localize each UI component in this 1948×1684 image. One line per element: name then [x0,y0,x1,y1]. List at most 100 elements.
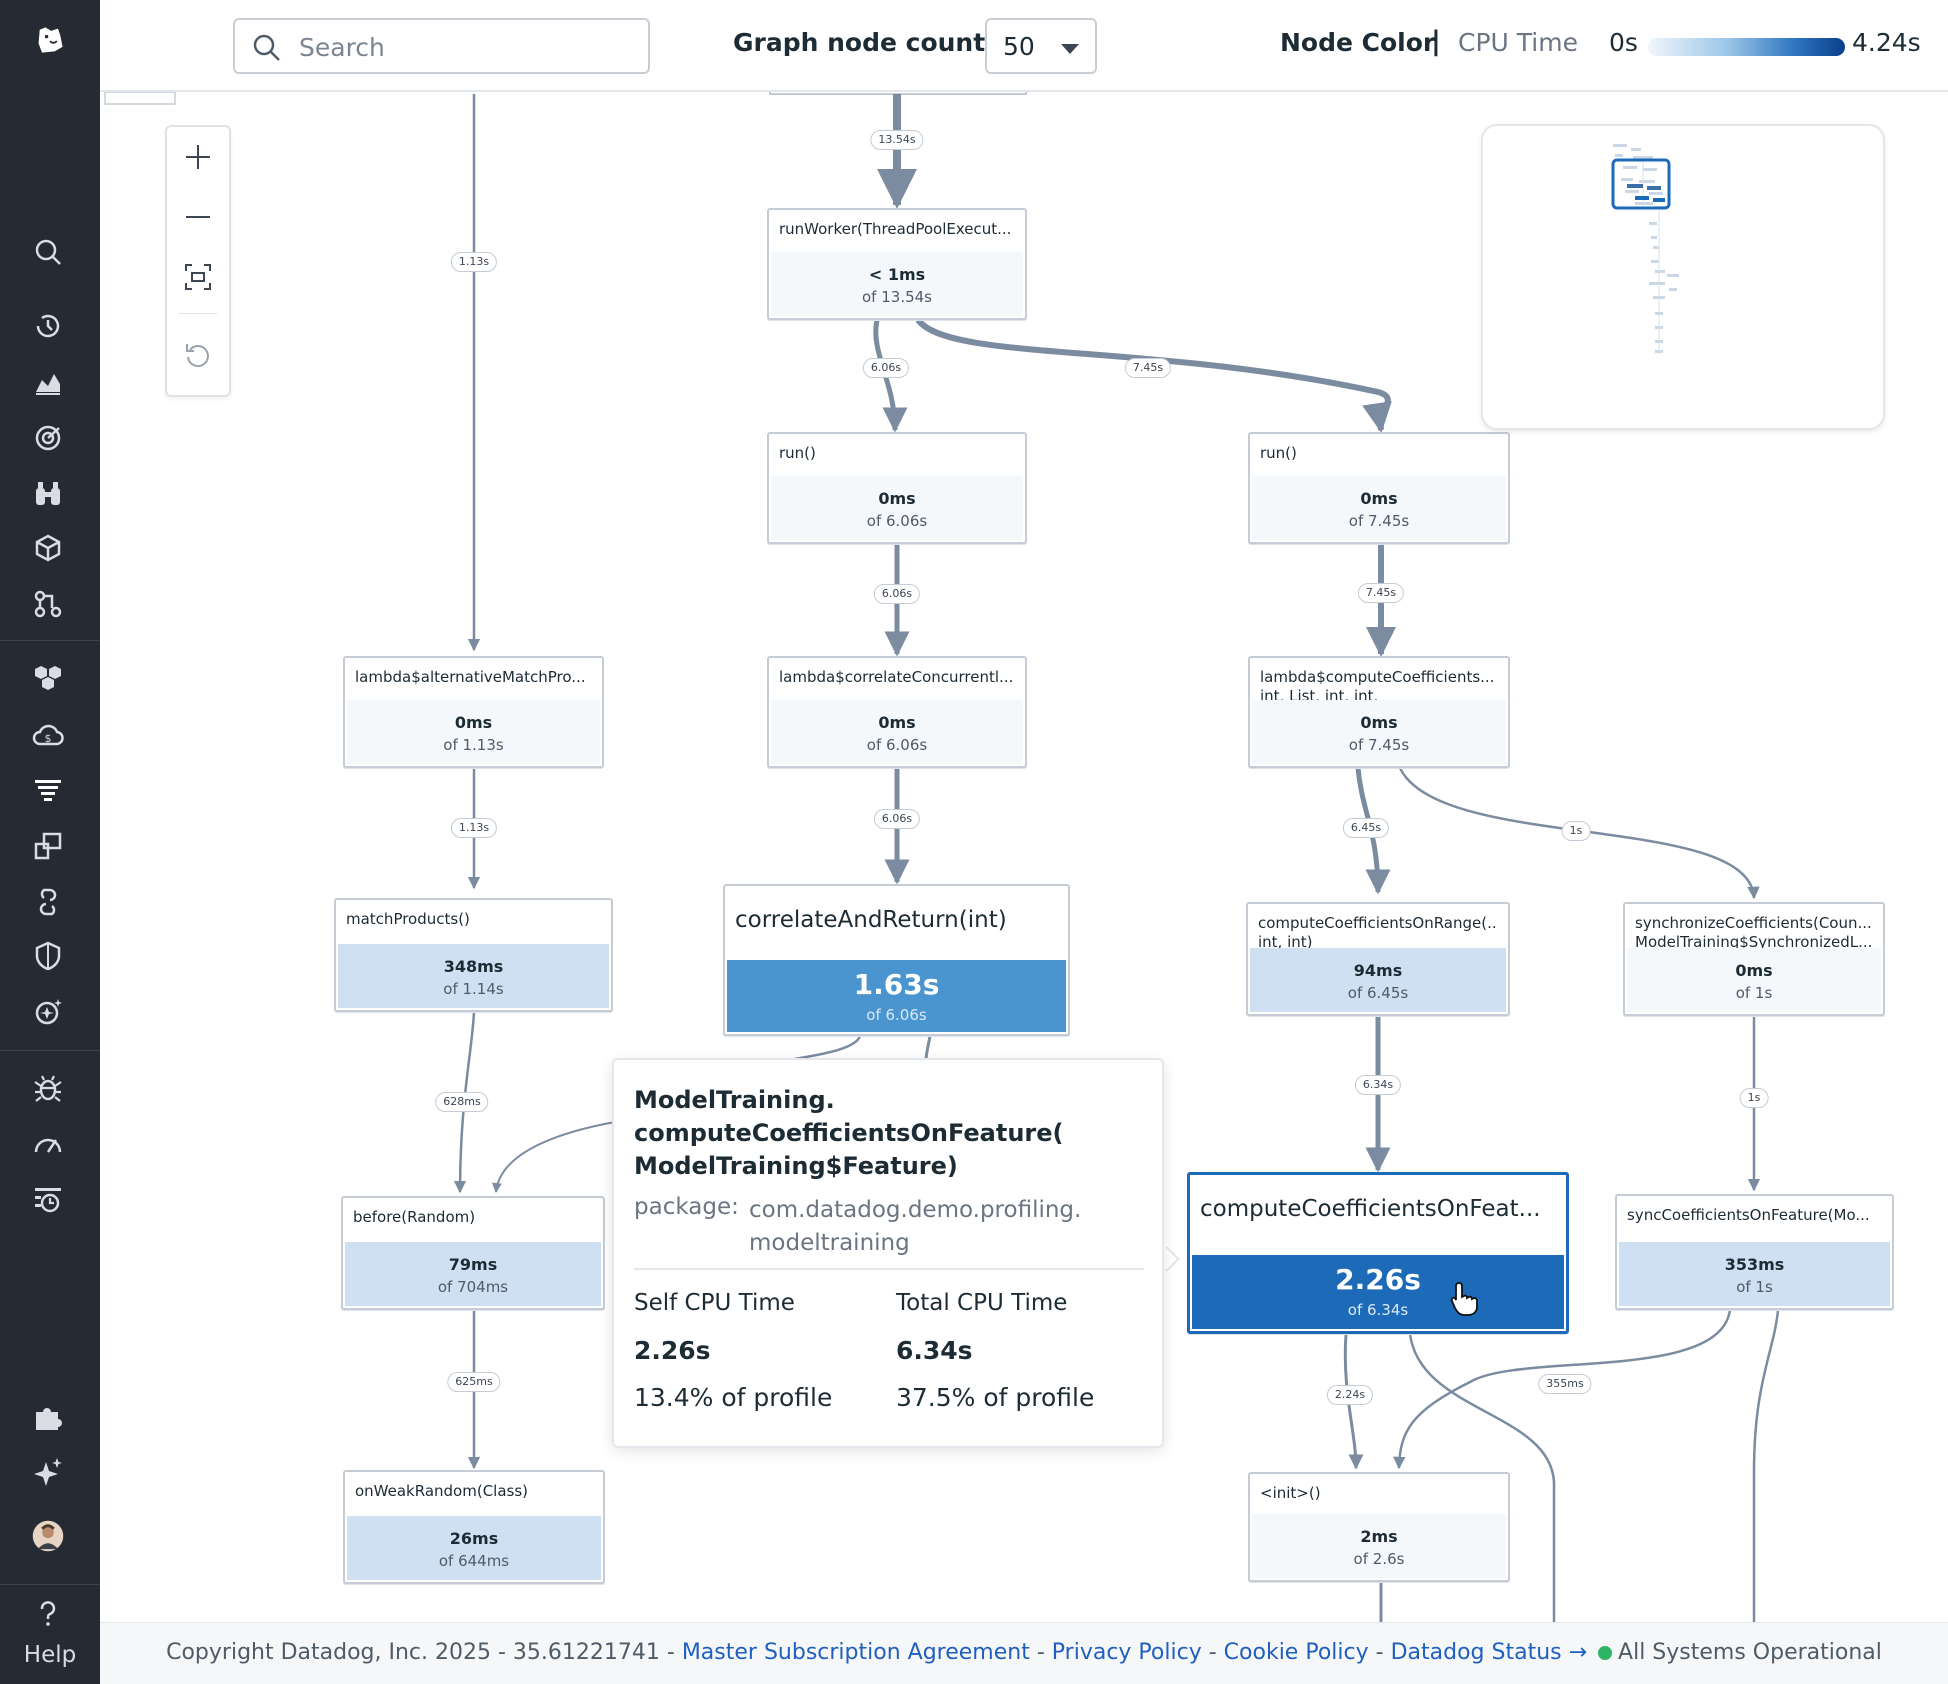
zoom-divider [179,313,217,314]
node-self-time: 0ms [878,713,916,732]
self-cpu-value: 2.26s [634,1336,711,1365]
search-icon[interactable] [28,232,68,272]
cloud-cost-icon[interactable]: $ [28,716,68,756]
tooltip-function-name: ModelTraining. computeCoefficientsOnFeat… [634,1086,1064,1180]
binoculars-icon[interactable] [28,474,68,514]
node-color-label: Node Color [1280,28,1436,57]
gauge-icon[interactable] [28,1124,68,1164]
cube-icon[interactable] [28,528,68,568]
node-total-time: of 2.6s [1353,1550,1405,1568]
puzzle-icon[interactable] [28,1398,68,1438]
monitor-target-icon[interactable] [28,418,68,458]
node-total-time: of 6.06s [866,512,928,530]
node-title: run() [779,444,816,462]
total-cpu-label: Total CPU Time [896,1290,1068,1316]
graph-node[interactable]: lambda$computeCoefficients... int, List,… [1248,656,1510,768]
bug-icon[interactable] [28,1068,68,1108]
footer-link-privacy-policy[interactable]: Privacy Policy [1051,1640,1202,1665]
node-title: runWorker(ThreadPoolExecut... [779,220,1012,238]
graph-edge [453,1011,476,1194]
node-color-separator: | [1431,26,1441,57]
help-label[interactable]: Help [23,1642,77,1668]
footer-link-cookie-policy[interactable]: Cookie Policy [1223,1640,1369,1665]
node-title: syncCoefficientsOnFeature(Mo... [1627,1206,1870,1224]
graph-toolbar: Graph node count: 50 Node Color | CPU Ti… [100,0,1948,92]
node-color-metric-select[interactable]: CPU Time [1458,28,1578,57]
graph-minimap[interactable] [1481,124,1885,430]
tooltip-package-label: package: [634,1194,739,1220]
node-self-time: 1.63s [853,968,940,1001]
tooltip-self-cpu: Self CPU Time 2.26s 13.4% of profile [634,1290,884,1412]
edge-label: 628ms [435,1092,489,1112]
frames-icon[interactable] [28,826,68,866]
graph-node[interactable]: computeCoefficientsOnRange(... int, int)… [1246,902,1510,1016]
search-input[interactable] [299,30,629,64]
edge-label: 1s [1561,821,1591,841]
node-total-time: of 1.14s [443,980,504,998]
fit-to-screen-button[interactable] [167,247,229,307]
fit-frame-icon [185,264,211,290]
svg-text:$: $ [45,732,52,745]
workflow-icon[interactable] [28,584,68,624]
status-ok-dot-icon [1598,1646,1613,1660]
chart-icon[interactable] [28,362,68,402]
footer-system-status: All Systems Operational [1618,1640,1882,1665]
ai-star-icon[interactable] [28,1452,68,1492]
graph-edge [789,1035,862,1062]
search-box[interactable] [233,18,650,74]
shield-icon[interactable] [28,936,68,976]
sidebar-divider [0,1050,100,1051]
footer-link-datadog-status[interactable]: Datadog Status → [1390,1640,1588,1665]
graph-node[interactable]: run() 0ms of 6.06s [767,432,1027,544]
edge-label: 2.24s [1326,1385,1374,1405]
hexagons-icon[interactable] [28,658,68,698]
zoom-in-button[interactable] [167,127,229,187]
synthetics-icon[interactable] [28,1180,68,1220]
node-title: computeCoefficientsOnRange(... int, int) [1258,914,1498,951]
reset-view-button[interactable] [167,325,229,385]
footer-copyright: Copyright Datadog, Inc. 2025 - 35.612217… [166,1640,675,1665]
zoom-out-button[interactable] [167,187,229,247]
sparkle-icon[interactable] [28,992,68,1032]
node-self-time: 0ms [1360,489,1398,508]
sidebar-divider [0,640,100,641]
footer-link-master-subscription-agreement[interactable]: Master Subscription Agreement [681,1640,1030,1665]
edge-label: 1.13s [450,252,498,272]
edge-label: 6.06s [862,358,910,378]
edge-label: 6.06s [873,809,921,829]
tooltip-total-cpu: Total CPU Time 6.34s 37.5% of profile [896,1290,1146,1412]
minus-icon [186,216,210,218]
minimap-viewport[interactable] [1611,158,1671,210]
datadog-logo-icon[interactable] [22,12,78,68]
link-icon[interactable] [28,882,68,922]
help-icon[interactable] [28,1594,68,1634]
edge-label: 6.45s [1342,818,1390,838]
graph-node-count-select[interactable]: 50 [985,18,1097,74]
node-total-time: of 6.34s [1347,1301,1409,1319]
footer-separator: - [1375,1640,1384,1665]
node-self-time: 0ms [878,489,916,508]
node-total-time: of 13.54s [862,288,932,306]
graph-node[interactable]: synchronizeCoefficients(Coun... ModelTra… [1623,902,1885,1016]
node-title: synchronizeCoefficients(Coun... ModelTra… [1635,914,1873,951]
history-icon[interactable] [28,306,68,346]
node-title: before(Random) [353,1208,476,1226]
logs-icon[interactable] [28,770,68,810]
avatar[interactable] [26,1514,70,1558]
total-cpu-percent: 37.5% of profile [896,1383,1095,1412]
